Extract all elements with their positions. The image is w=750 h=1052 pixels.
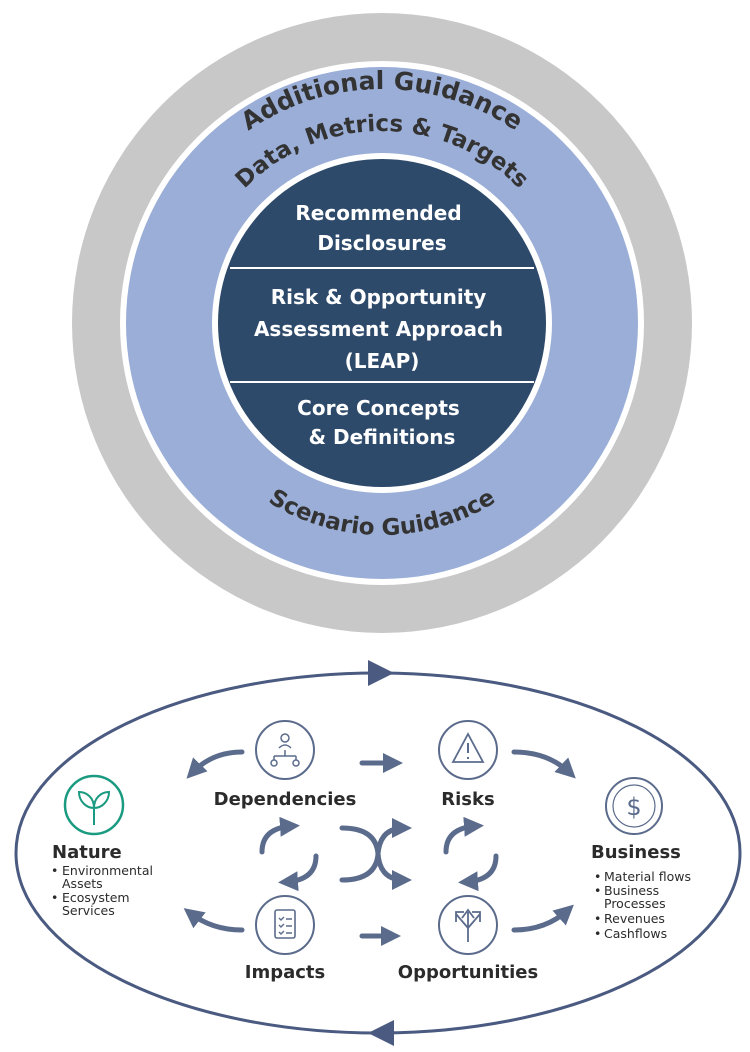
dependencies-node: Dependencies [214, 720, 357, 810]
org-chart-icon-glyph [270, 733, 300, 767]
diverging-arrows-icon [438, 895, 498, 955]
core-section-concepts: Core Concepts & Definitions [297, 396, 467, 449]
nature-block: Nature •Environmental Assets •Ecosystem … [51, 774, 157, 918]
cycle-arrow-right-top [443, 816, 484, 855]
dollar-glyph: $ [626, 793, 641, 821]
core-line: (LEAP) [345, 349, 420, 373]
core-line: & Definitions [309, 425, 456, 449]
core-line: Assessment Approach [254, 317, 503, 341]
plant-icon [63, 774, 125, 836]
nature-bullet: •Environmental Assets [51, 863, 157, 891]
org-chart-icon [255, 720, 315, 780]
core-circle [218, 159, 546, 487]
nature-bullet: •Ecosystem Services [51, 890, 134, 918]
cross-arrow-up [339, 818, 412, 883]
impacts-label: Impacts [245, 962, 325, 983]
warning-icon-triangle [451, 732, 485, 763]
core-section-disclosures: Recommended Disclosures [295, 201, 468, 255]
arrow-dependencies-to-nature [186, 749, 245, 779]
core-line: Core Concepts [297, 396, 460, 420]
cycle-arrow-left-bottom [278, 853, 319, 892]
arrow-risks-to-business [511, 749, 576, 779]
diverging-arrows-icon-glyph [455, 908, 481, 942]
cycle-arrow-left-top [259, 816, 300, 855]
cycle-bottom-arrowhead [368, 1020, 394, 1046]
dollar-icon [605, 777, 663, 835]
business-bullet: •Revenues [594, 911, 665, 926]
business-bullet: •Cashflows [594, 926, 667, 941]
checklist-icon [255, 895, 315, 955]
dollar-icon-inner [612, 784, 656, 828]
core-line: Recommended [295, 201, 461, 225]
business-bullet: •Material flows [594, 869, 691, 884]
arrow-impacts-to-nature [183, 908, 245, 933]
warning-icon [438, 720, 498, 780]
risks-node: Risks [438, 720, 498, 810]
checklist-icon-ticks [278, 916, 292, 935]
cycle-arrow-right-bottom [458, 853, 499, 892]
dependencies-label: Dependencies [214, 789, 357, 810]
nature-title: Nature [52, 842, 122, 863]
business-block: $ Business •Material flows •Business Pro… [591, 777, 691, 941]
plant-icon-leaves [77, 790, 111, 825]
opportunities-label: Opportunities [398, 962, 538, 983]
impacts-node: Impacts [245, 895, 325, 983]
risks-label: Risks [441, 789, 494, 810]
business-bullet: •Business Processes [594, 883, 666, 911]
cycle-top-arrowhead [368, 660, 394, 686]
core-line: Risk & Opportunity [271, 285, 487, 309]
opportunities-node: Opportunities [398, 895, 538, 983]
business-title: Business [591, 842, 681, 863]
arrow-opportunities-to-business [511, 904, 574, 933]
checklist-icon-sheet [274, 909, 296, 939]
core-section-leap: Risk & Opportunity Assessment Approach (… [254, 285, 510, 373]
core-line: Disclosures [317, 231, 446, 255]
